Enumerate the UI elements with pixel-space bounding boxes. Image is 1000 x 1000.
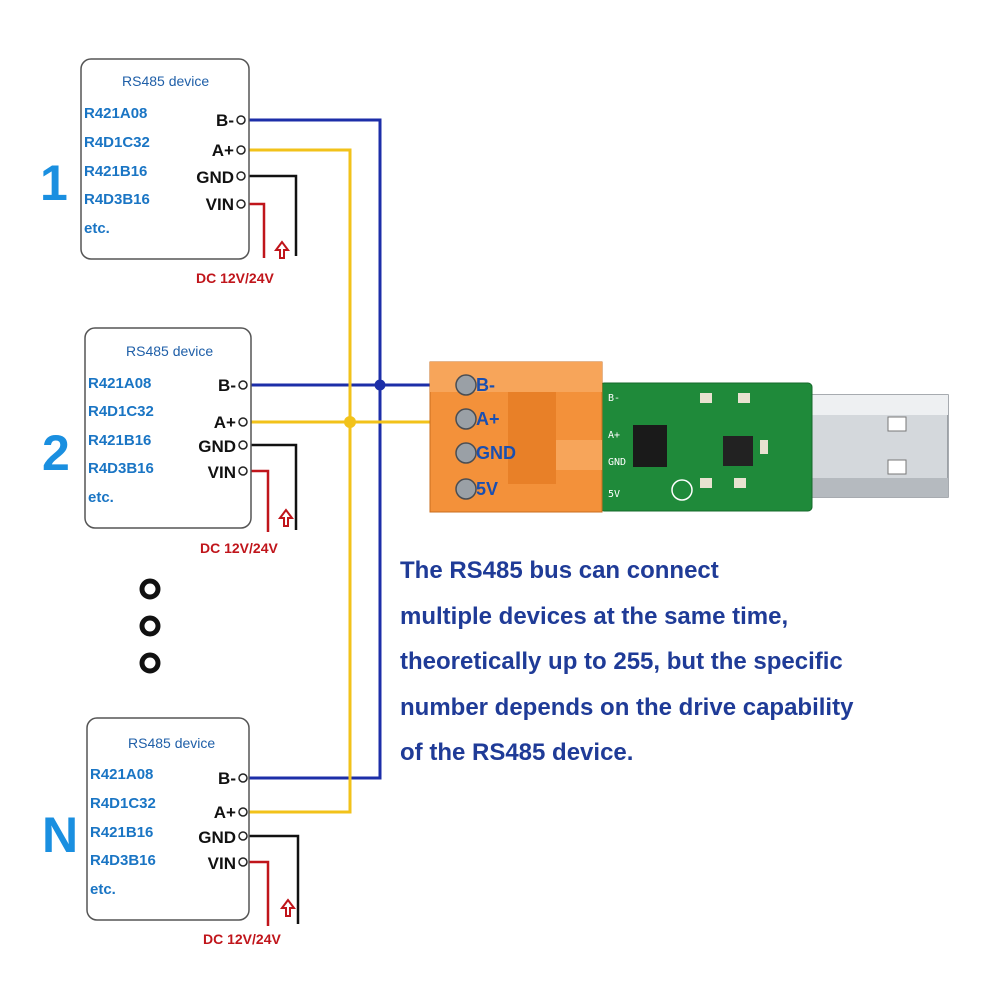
pin-vin-label: VIN (208, 854, 236, 873)
pin-b-label: B- (218, 376, 236, 395)
pcb-label: A+ (608, 430, 620, 441)
pin-b-label: B- (218, 769, 236, 788)
description-text: The RS485 bus can connect multiple devic… (400, 548, 980, 776)
terminal-label-a: A+ (476, 409, 500, 429)
more-devices-ellipsis (139, 578, 161, 674)
device-model: R4D3B16 (88, 460, 154, 477)
device-model: R421A08 (90, 766, 153, 783)
pin-gnd-label: GND (198, 437, 236, 456)
pin-b-label: B- (216, 111, 234, 130)
device-model: R4D1C32 (84, 134, 150, 151)
pin-a-label: A+ (212, 141, 234, 160)
usb-rs485-converter: B- A+ GND 5V B- A+ GND 5V (429, 361, 949, 513)
description-line: multiple devices at the same time, (400, 602, 789, 630)
gnd-wires (244, 174, 470, 924)
device-model: etc. (88, 489, 114, 506)
device-model: R4D1C32 (88, 403, 154, 420)
power-supply-label: DC 12V/24V (196, 270, 274, 286)
terminal-label-b: B- (476, 375, 495, 395)
rs485-device-1: RS485 device R421A08 R4D1C32 R421B16 R4D… (80, 58, 250, 260)
pcb-label: 5V (608, 489, 620, 500)
device-index-label: 1 (40, 155, 68, 211)
rs485-device-2: RS485 device R421A08 R4D1C32 R421B16 R4D… (84, 327, 252, 529)
description-line: The RS485 bus can connect (400, 557, 719, 584)
device-model: R421A08 (84, 105, 147, 122)
pcb-board: B- A+ GND 5V (599, 382, 813, 512)
pin-a-label: A+ (214, 803, 236, 822)
pin-terminal-dots (236, 115, 246, 209)
b-bus-junction-dot (374, 379, 386, 391)
a-bus-junction-dot (344, 416, 356, 428)
description-line: theoretically up to 255, but the specifi… (400, 648, 843, 675)
device-title: RS485 device (122, 73, 209, 89)
ic-chip (723, 436, 753, 466)
device-model: R4D3B16 (90, 852, 156, 869)
device-title: RS485 device (126, 343, 213, 359)
pin-a-label: A+ (214, 413, 236, 432)
pcb-label: GND (608, 457, 626, 468)
description-line: number depends on the drive capability (400, 693, 854, 721)
device-model: R421B16 (84, 163, 147, 180)
device-model: etc. (84, 220, 110, 237)
device-index-label: 2 (42, 425, 70, 481)
power-arrows (274, 240, 296, 917)
pin-terminal-dots (238, 773, 248, 867)
device-model: R421B16 (90, 824, 153, 841)
terminal-label-gnd: GND (476, 443, 516, 463)
rs485-device-n: RS485 device R421A08 R4D1C32 R421B16 R4D… (86, 717, 250, 921)
device-model: R4D1C32 (90, 795, 156, 812)
pin-vin-label: VIN (206, 195, 234, 214)
device-model: R421A08 (88, 375, 151, 392)
pin-gnd-label: GND (198, 828, 236, 847)
pin-gnd-label: GND (196, 168, 234, 187)
pin-terminal-dots (238, 380, 248, 476)
device-model: R421B16 (88, 432, 151, 449)
device-model: etc. (90, 881, 116, 898)
ic-chip (633, 425, 667, 467)
pcb-label: B- (608, 393, 620, 404)
terminal-label-5v: 5V (476, 479, 498, 499)
description-line: of the RS485 device. (400, 739, 634, 766)
power-supply-label: DC 12V/24V (203, 931, 281, 947)
terminal-block: B- A+ GND 5V (429, 361, 603, 513)
power-supply-label: DC 12V/24V (200, 540, 278, 556)
terminal-screws (455, 374, 477, 500)
device-index-label: N (42, 807, 78, 863)
pin-vin-label: VIN (208, 463, 236, 482)
device-model: R4D3B16 (84, 191, 150, 208)
device-title: RS485 device (128, 735, 215, 751)
